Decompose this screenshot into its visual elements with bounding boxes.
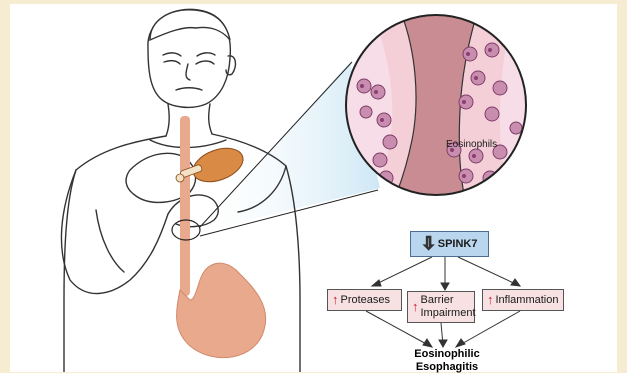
outcome-label: Eosinophilic Esophagitis <box>400 348 494 373</box>
effect-label: Proteases <box>341 294 391 307</box>
up-arrow-icon: ↑ <box>412 300 419 315</box>
up-arrow-icon: ↑ <box>487 293 494 308</box>
gene-label: SPINK7 <box>438 238 478 251</box>
spink7-box: ⇩ SPINK7 <box>410 231 489 257</box>
up-arrow-icon: ↑ <box>332 293 339 308</box>
inflammation-box: ↑ Inflammation <box>482 289 564 311</box>
effect-label: Inflammation <box>496 294 559 307</box>
outcome-line-1: Eosinophilic <box>400 348 494 361</box>
proteases-box: ↑ Proteases <box>327 289 402 311</box>
effect-label: Barrier Impairment <box>421 294 475 319</box>
outcome-line-2: Esophagitis <box>400 361 494 373</box>
down-arrow-icon: ⇩ <box>422 234 436 254</box>
eosinophils-label: Eosinophils <box>446 139 497 150</box>
barrier-impairment-box: ↑ Barrier Impairment <box>407 291 475 323</box>
